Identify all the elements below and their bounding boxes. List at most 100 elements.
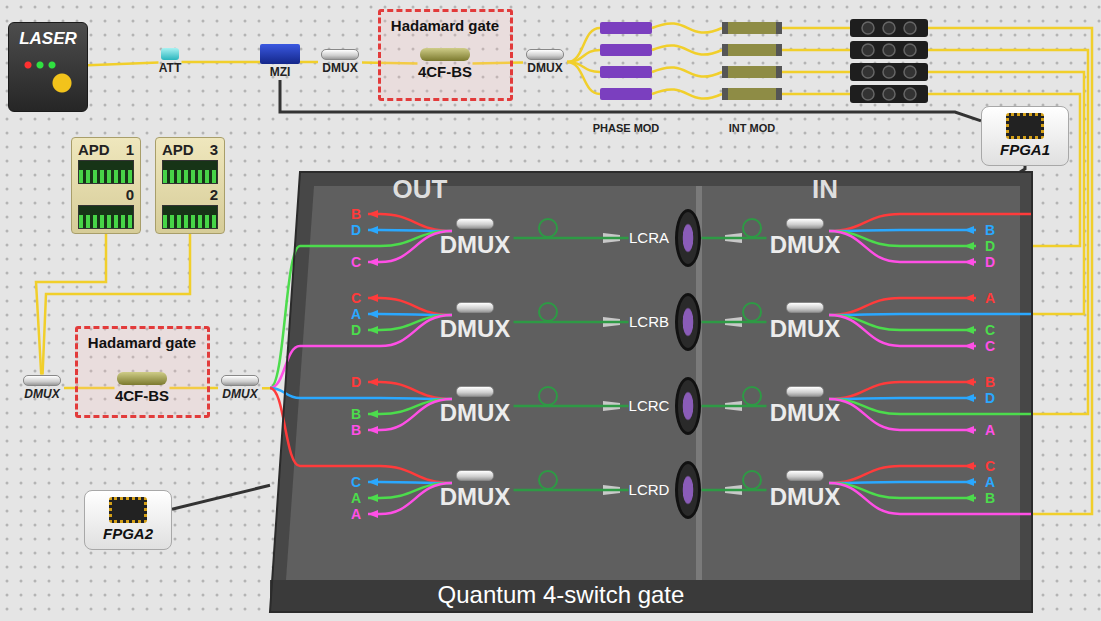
optical-fiber [829,482,976,483]
node-text: LCRB [629,313,669,330]
modulator-cap [722,66,728,78]
optical-fiber [300,61,318,64]
channel-label: B [351,406,361,422]
fiber-coil [539,471,557,489]
disc-icon [675,377,701,435]
arrow-head [964,242,974,250]
optical-fiber [88,62,159,65]
arrow-head [368,426,378,434]
label-holder: C [985,338,995,354]
fiber-coil [539,303,557,321]
bs-icon [117,372,167,385]
optical-fiber [262,387,270,390]
intensity-modulator [722,88,782,100]
screen-icon [78,160,134,184]
liquid-crystal-retarder: LCRA [629,209,702,267]
controller-paddle [904,66,916,78]
node-text: APD [78,141,110,158]
arrow-head [964,258,974,266]
node-text: DMUX [440,231,511,259]
label-holder: A [985,474,995,490]
channel-label: D [351,222,361,238]
node-text: DMUX [24,388,59,402]
polarization-controller [850,41,928,59]
node-text: APD [162,141,194,158]
channel-label: D [985,390,995,406]
modulator-cap [722,44,728,56]
box-outline [270,172,1032,612]
channel-label: A [985,422,995,438]
modulator-cap [776,66,782,78]
optical-fiber [829,230,976,231]
liquid-crystal-retarder: LCRB [629,293,702,351]
node-text: DMUX [222,388,257,402]
disc-icon [675,209,701,267]
polarization-controller [850,85,928,103]
arrow-head [964,342,974,350]
label-holder: B [985,374,995,390]
demultiplexer: DMUX [437,470,514,511]
label-holder: C [351,254,361,270]
node-text: DMUX [770,315,841,343]
chip-icon [109,497,147,523]
node-text: MZI [270,66,291,80]
channel-label: D [351,374,361,390]
intensity-modulator [722,66,782,78]
node-text: Quantum 4-switch gate [438,581,685,609]
cyl-icon [456,386,494,397]
cyl-icon [23,375,61,386]
optical-fiber [652,45,722,54]
label-holder: D [985,390,995,406]
optical-fiber [829,466,976,483]
cyl-icon [456,470,494,481]
phase-modulator [600,88,652,100]
label-holder: C [351,474,361,490]
section-label: IN [812,175,838,205]
switch-box-wall [270,172,1032,612]
label-holder: B [351,406,361,422]
label-holder: D [351,222,361,238]
fiber-coil [539,219,557,237]
node-text: 3 [210,141,218,158]
optical-fiber [368,231,452,262]
label-holder: C [985,322,995,338]
beam-splitter: 4CF-BS [115,372,170,405]
cyl-icon [786,386,824,397]
node-text: LCRD [629,481,670,498]
controller-paddle [862,88,874,100]
demultiplexer: DMUX [20,375,64,402]
label-holder: B [985,490,995,506]
node-text: FPGA1 [1000,141,1050,158]
controller-paddle [862,66,874,78]
channel-label: C [351,474,361,490]
channel-label: C [985,322,995,338]
optical-fiber [829,398,976,399]
node-text: DMUX [322,62,357,76]
liquid-crystal-retarder: LCRC [629,377,702,435]
arrow-head [964,378,974,386]
optical-fiber [928,50,1088,414]
att-icon [161,48,179,60]
demultiplexer: DMUX [767,470,844,511]
modulator-cap [776,22,782,34]
node-text: 4CF-BS [115,387,169,404]
fpga-board: FPGA1 [981,106,1069,166]
optical-fiber [702,489,767,492]
demultiplexer: DMUX [437,302,514,343]
label-holder: INT MOD [729,122,775,135]
optical-fiber [368,399,452,430]
optical-fiber [270,388,452,483]
node-text: 4CF-BS [418,63,472,80]
fiber-coil [539,387,557,405]
optical-fiber [928,94,1080,246]
optical-fiber [829,231,976,246]
controller-paddle [862,22,874,34]
optical-fiber [368,483,452,514]
label-holder: IN [812,175,838,205]
optical-fiber [829,483,1032,514]
channel-label: C [985,458,995,474]
arrow-head [964,326,974,334]
optical-fiber [829,298,976,315]
phase-modulator [600,66,652,78]
